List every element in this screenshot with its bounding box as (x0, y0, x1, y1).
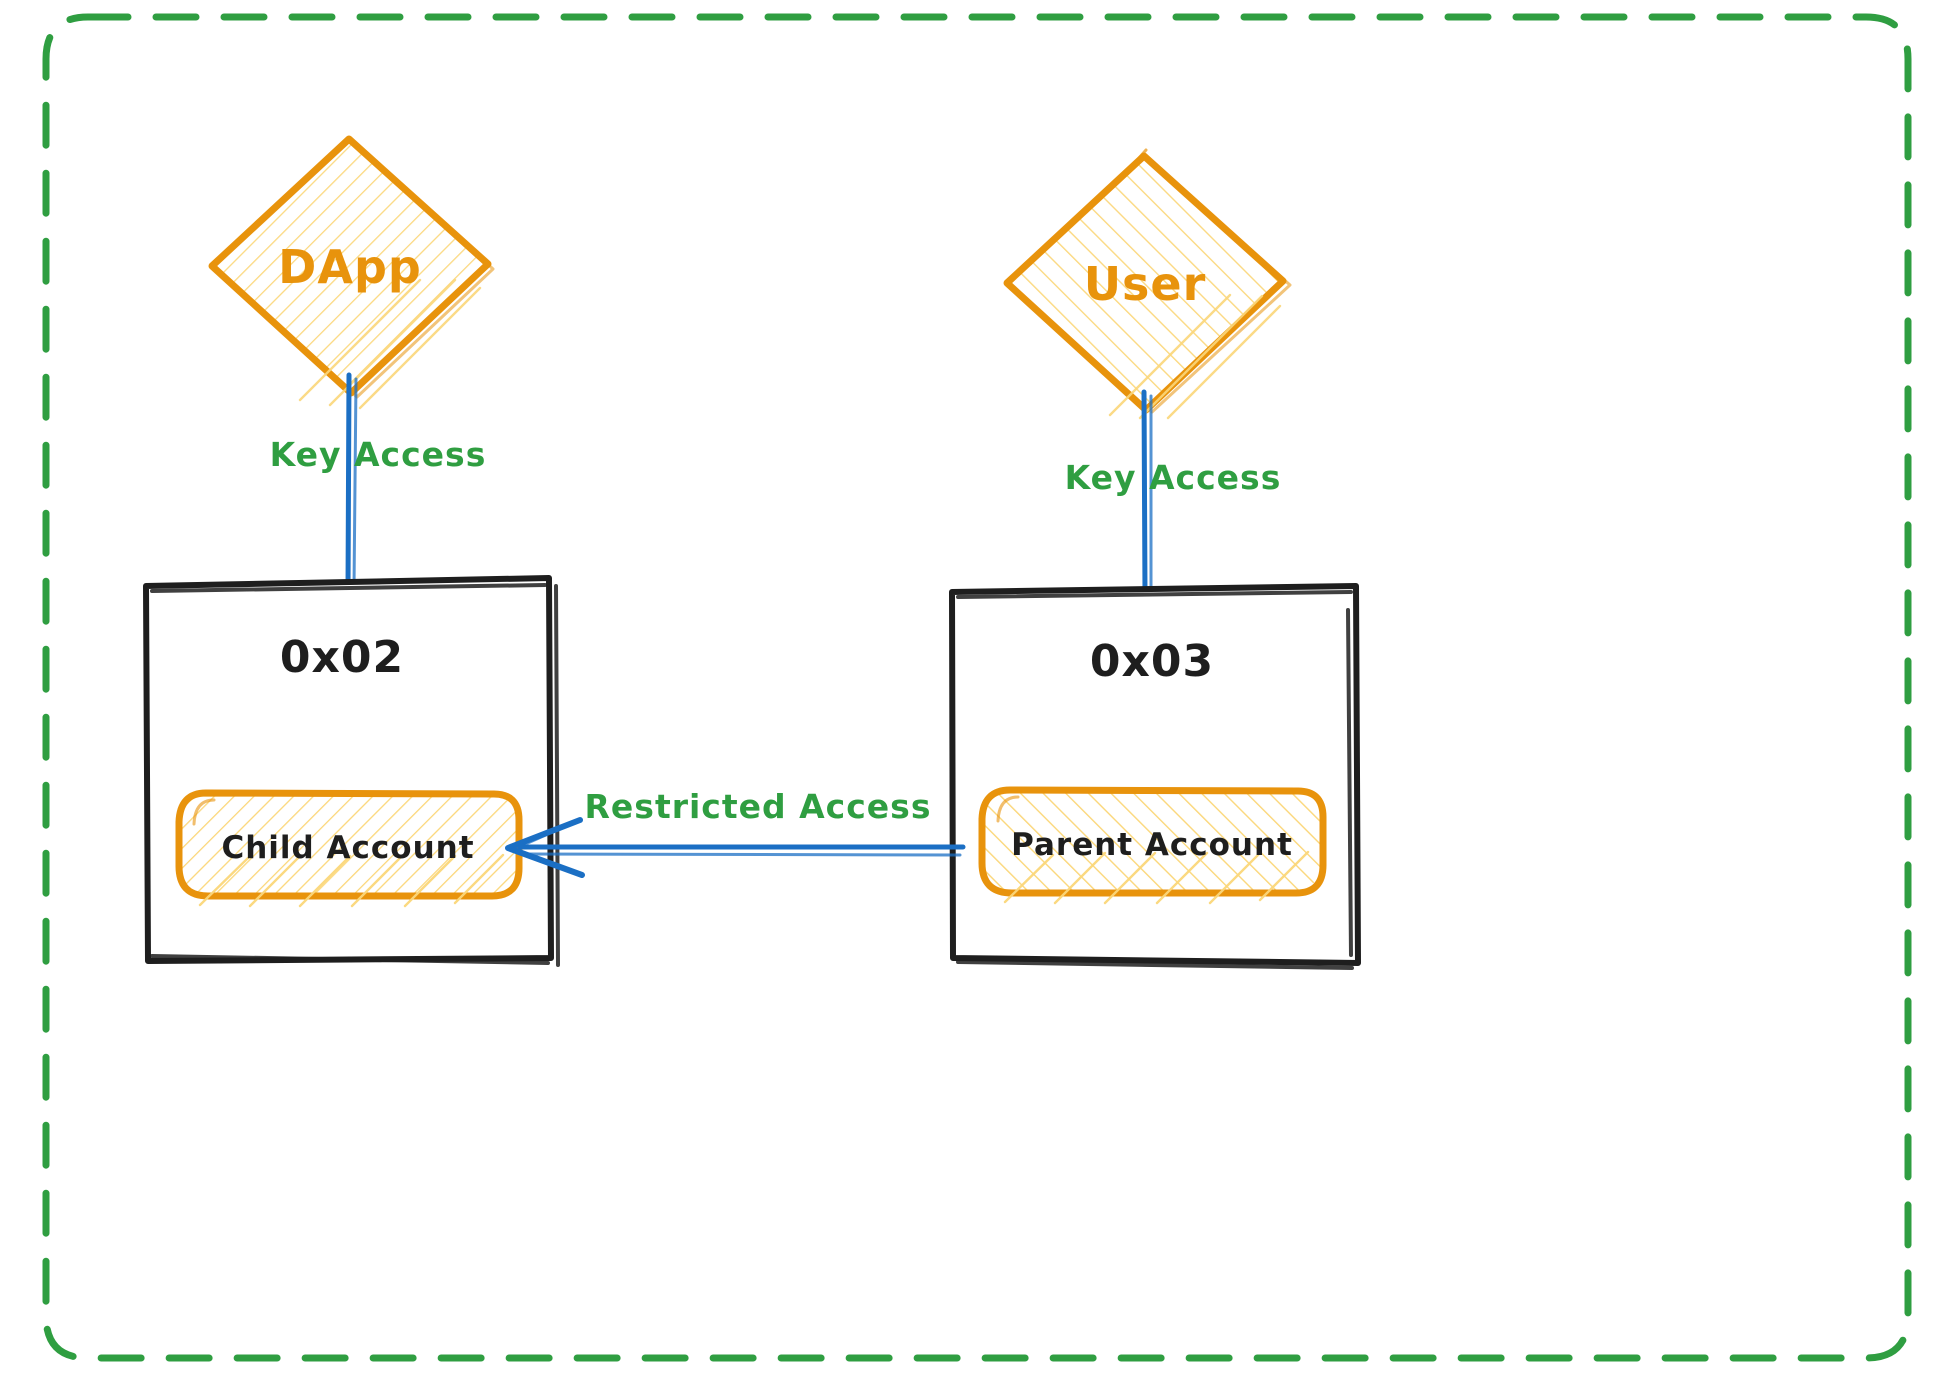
edge-label-restricted-access: Restricted Access (585, 787, 932, 826)
edge-label-key-access-right: Key Access (1065, 458, 1282, 497)
node-box-0x03[interactable]: 0x03 (949, 583, 1361, 970)
node-dapp-label: DApp (278, 240, 422, 294)
node-user-label: User (1084, 257, 1207, 311)
edge-label-key-access-left: Key Access (270, 435, 487, 474)
edge-user-to-parent[interactable] (1141, 389, 1153, 598)
outer-dashed-frame (42, 13, 1912, 1362)
node-dapp[interactable]: DApp (208, 135, 495, 410)
edge-dapp-to-child[interactable] (345, 372, 358, 593)
node-parent-account[interactable]: Parent Account (978, 786, 1327, 905)
edge-parent-to-child[interactable] (505, 817, 966, 878)
node-parent-account-label: Parent Account (1011, 827, 1293, 863)
node-user[interactable]: User (1003, 148, 1292, 420)
node-box-0x02-label: 0x02 (280, 632, 404, 683)
node-box-0x03-label: 0x03 (1090, 636, 1214, 687)
node-child-account-label: Child Account (221, 830, 474, 866)
node-child-account[interactable]: Child Account (175, 789, 523, 908)
